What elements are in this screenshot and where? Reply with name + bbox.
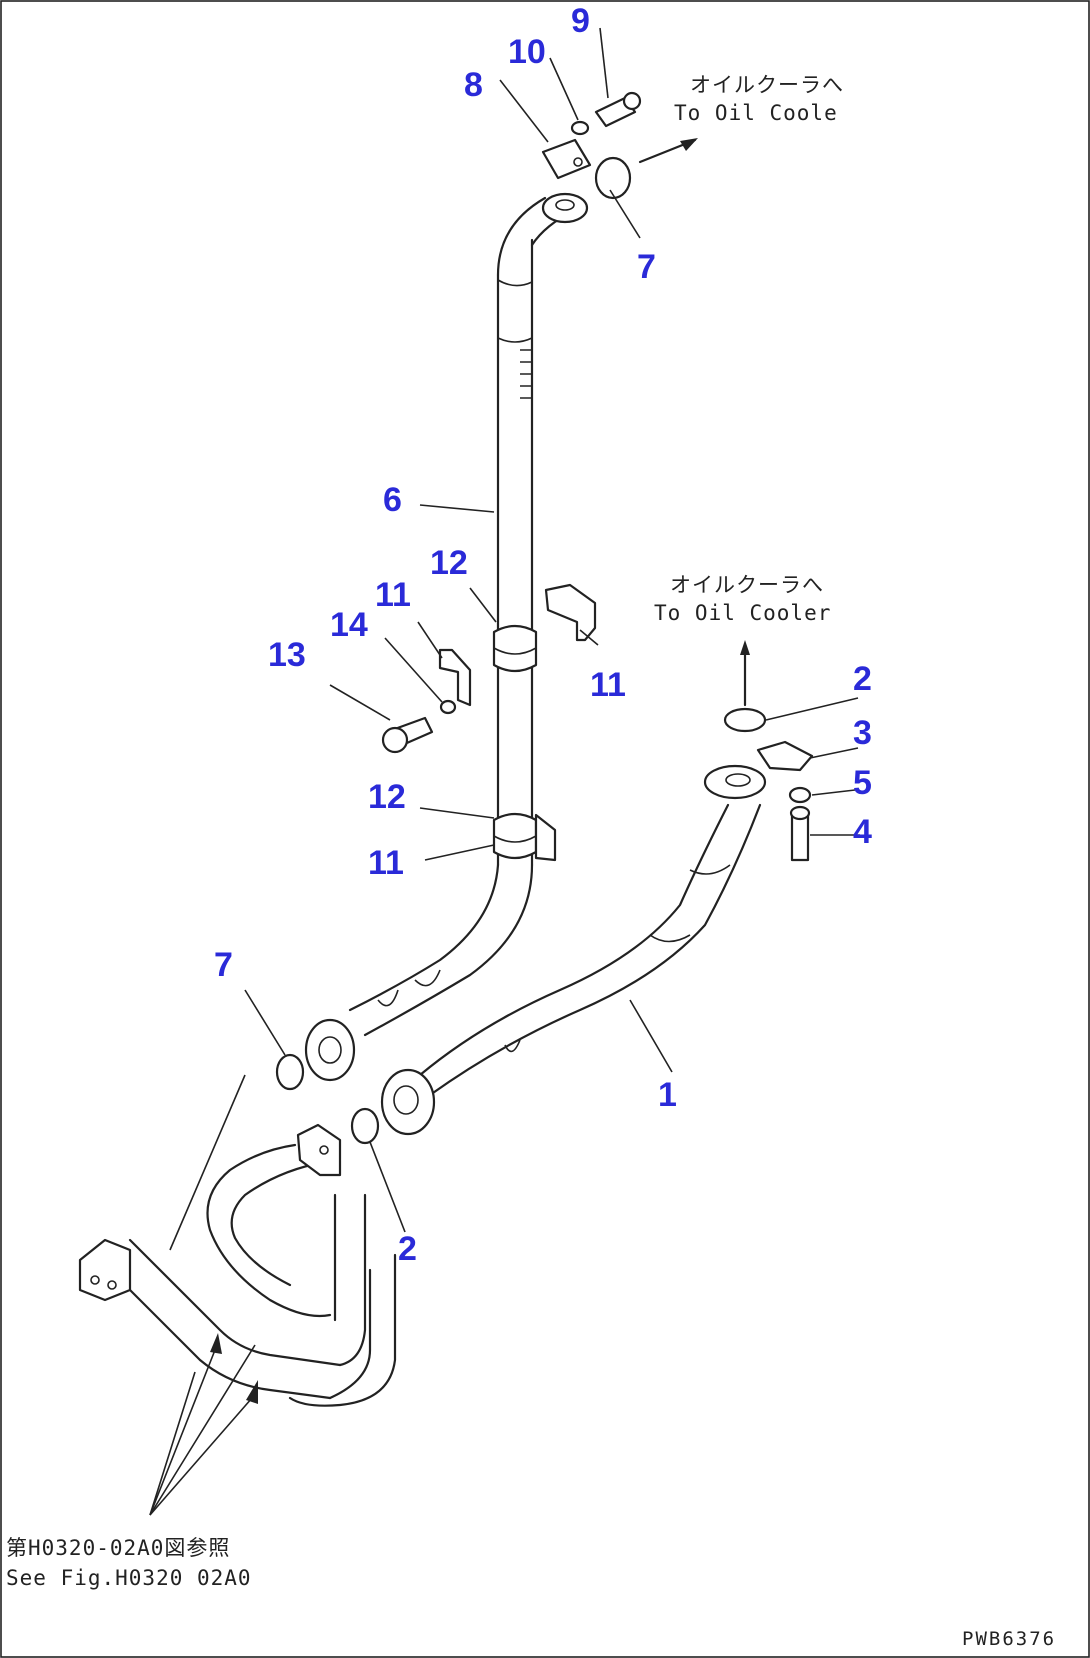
callout-11: 11 <box>375 576 411 614</box>
washer-5 <box>788 786 812 804</box>
note-to-oil-cooler-mid-en: To Oil Cooler <box>654 601 832 625</box>
arrowhead-mid <box>740 640 750 655</box>
bracket-11-left <box>438 648 472 707</box>
bolt-4 <box>789 805 811 862</box>
callout-11: 11 <box>368 844 404 882</box>
o-ring-7-top <box>594 156 632 200</box>
callout-6: 6 <box>383 481 402 519</box>
callout-2: 2 <box>398 1230 417 1268</box>
pipe-1 <box>418 803 762 1097</box>
callout-11: 11 <box>590 666 626 704</box>
bottom-assembly <box>78 1123 397 1407</box>
note-see-fig-en: See Fig.H0320 02A0 <box>6 1566 252 1590</box>
o-ring-2-mid <box>723 707 767 733</box>
drawing-code: PWB6376 <box>962 1628 1057 1650</box>
callout-2: 2 <box>853 660 872 698</box>
callout-4: 4 <box>853 813 872 851</box>
note-to-oil-cooler-mid-jp: オイルクーラへ <box>670 573 824 597</box>
callout-1: 1 <box>658 1076 677 1114</box>
bracket-11-right <box>544 583 597 642</box>
pipe-1-top-flange <box>703 764 767 800</box>
callout-10: 10 <box>508 33 546 71</box>
o-ring-2-bottom <box>350 1107 380 1145</box>
pipe-6 <box>348 196 577 1037</box>
pipe-1-bottom-flange <box>380 1068 436 1136</box>
leader-lines <box>149 27 860 1516</box>
bolt-9-washer-10 <box>570 91 642 136</box>
note-to-oil-cooler-top-en: To Oil Coole <box>674 101 838 125</box>
callout-12: 12 <box>430 544 468 582</box>
callout-5: 5 <box>853 764 872 802</box>
callout-9: 9 <box>571 2 590 40</box>
callout-7: 7 <box>637 248 656 286</box>
callout-12: 12 <box>368 778 406 816</box>
clamp-12-lower <box>492 812 538 860</box>
bolt-13-washer-14 <box>381 699 457 754</box>
bracket-11-bottom <box>534 813 557 862</box>
callout-7: 7 <box>214 946 233 984</box>
note-see-fig-jp: 第H0320-02A0図参照 <box>6 1536 231 1560</box>
callout-14: 14 <box>330 606 368 644</box>
split-flange-3 <box>756 740 814 772</box>
callout-3: 3 <box>853 714 872 752</box>
callout-8: 8 <box>464 66 483 104</box>
note-to-oil-cooler-top-jp: オイルクーラへ <box>690 73 844 97</box>
pipe-6-bottom-flange <box>304 1018 356 1082</box>
arrowhead-top <box>680 138 698 151</box>
top-flange <box>541 138 592 224</box>
clamp-12-upper <box>492 624 538 673</box>
callout-13: 13 <box>268 636 306 674</box>
o-ring-7-bottom <box>275 1053 305 1091</box>
